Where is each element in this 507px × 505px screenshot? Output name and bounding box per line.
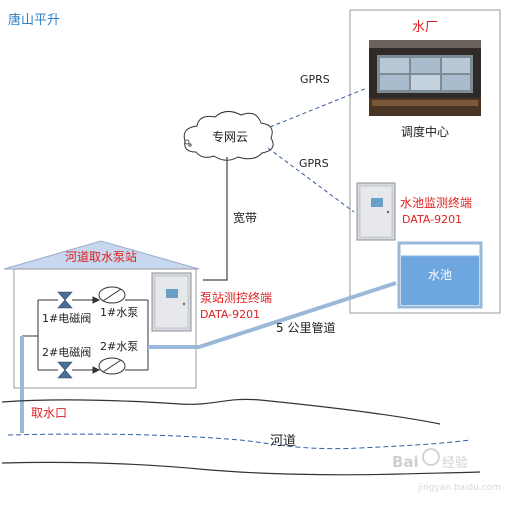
river xyxy=(1,398,481,476)
pump-1-icon xyxy=(98,286,126,304)
dispatch-center-photo xyxy=(369,40,481,116)
gprs-label-lower: GPRS xyxy=(299,157,329,170)
svg-text:jingyan.baidu.com: jingyan.baidu.com xyxy=(417,483,501,493)
waterworks-title: 水厂 xyxy=(412,20,438,35)
gprs-label-upper: GPRS xyxy=(300,73,330,86)
waterworks-panel: 水厂 调度中心 水池监测终端 DATA-9201 xyxy=(349,9,501,314)
dispatch-center-label: 调度中心 xyxy=(401,124,449,139)
pipeline-label: 5 公里管道 xyxy=(276,320,335,335)
valve-2-icon xyxy=(57,361,73,379)
station-piping xyxy=(22,296,149,374)
svg-text:经验: 经验 xyxy=(442,455,468,471)
water-pool xyxy=(397,241,483,309)
private-network-cloud xyxy=(183,111,274,161)
monitor-terminal-model: DATA-9201 xyxy=(402,213,462,226)
pump-station-title: 河道取水泵站 xyxy=(65,250,137,264)
river-label: 河道 xyxy=(270,434,296,449)
intake-label: 取水口 xyxy=(31,406,67,420)
pool-label: 水池 xyxy=(428,268,452,282)
control-terminal-cabinet xyxy=(151,272,192,332)
pump-1-label: 1#水泵 xyxy=(100,306,138,319)
valve-1-icon xyxy=(57,291,73,309)
valve-1-label: 1#电磁阀 xyxy=(42,311,91,325)
control-terminal-model: DATA-9201 xyxy=(200,308,260,321)
svg-text:Bai: Bai xyxy=(392,453,419,471)
gprs-link-lower xyxy=(267,147,355,213)
gprs-link-upper xyxy=(269,87,368,128)
monitor-terminal-name: 水池监测终端 xyxy=(400,195,472,210)
broadband-link xyxy=(203,157,228,281)
pump-2-label: 2#水泵 xyxy=(100,340,138,353)
pump-2-icon xyxy=(98,357,126,375)
cloud-label: 专网云 xyxy=(212,129,248,144)
brand-label: 唐山平升 xyxy=(8,12,60,28)
baidu-watermark: Bai 经验 jingyan.baidu.com xyxy=(392,448,501,493)
control-terminal-name: 泵站测控终端 xyxy=(200,290,272,305)
broadband-label: 宽带 xyxy=(233,210,257,225)
monitor-terminal-cabinet xyxy=(356,182,396,241)
main-pipeline xyxy=(148,281,397,349)
valve-2-label: 2#电磁阀 xyxy=(42,345,91,359)
